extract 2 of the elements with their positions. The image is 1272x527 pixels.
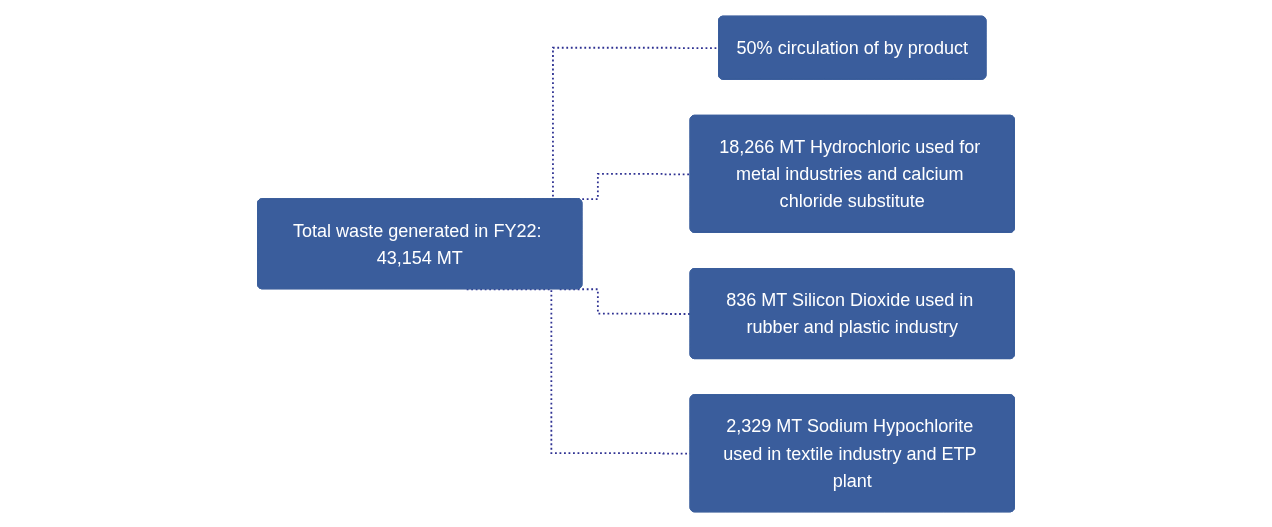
connector <box>558 287 692 315</box>
connector <box>465 287 692 455</box>
